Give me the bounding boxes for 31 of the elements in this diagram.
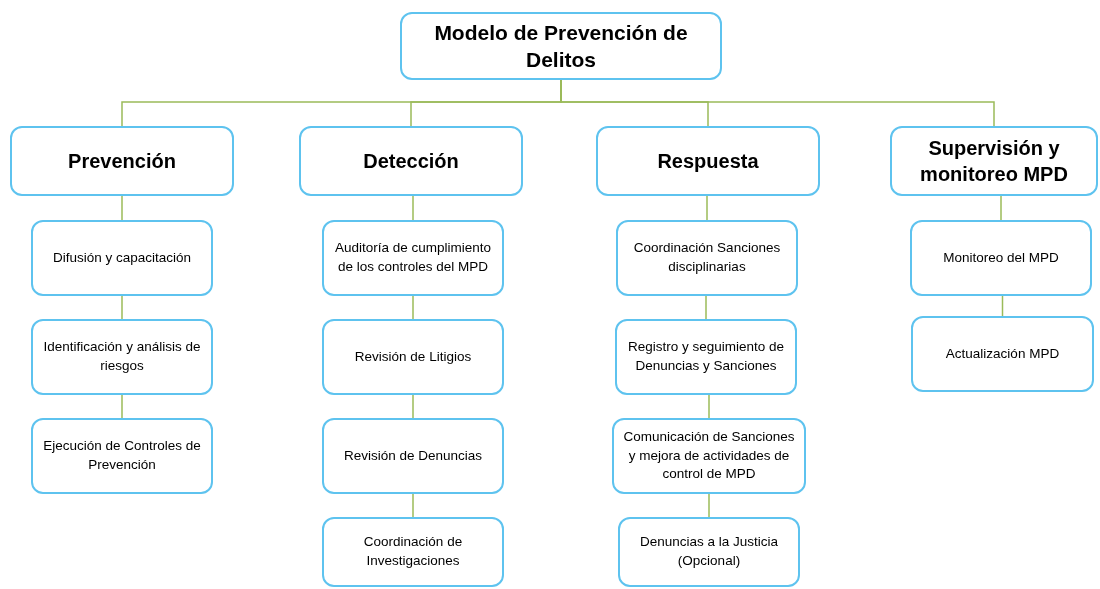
process-box: Coordinación de Investigaciones (322, 517, 504, 587)
process-box: Ejecución de Controles de Prevención (31, 418, 213, 494)
title-box: Modelo de Prevención de Delitos (400, 12, 722, 80)
connector-line (412, 493, 414, 518)
connector-line (708, 394, 710, 419)
connector-line (706, 195, 708, 221)
category-box: Prevención (10, 126, 234, 196)
process-box: Registro y seguimiento de Denuncias y Sanciones (615, 319, 797, 395)
process-box: Revisión de Denuncias (322, 418, 504, 494)
connector-line (412, 295, 414, 320)
process-box: Comunicación de Sanciones y mejora de actividades de control de MPD (612, 418, 806, 494)
connector-line (705, 295, 707, 320)
category-box: Respuesta (596, 126, 820, 196)
category-box: Detección (299, 126, 523, 196)
process-box: Revisión de Litigios (322, 319, 504, 395)
process-box: Denuncias a la Justicia (Opcional) (618, 517, 800, 587)
connector-line (121, 195, 123, 221)
connector-line (412, 195, 414, 221)
category-box: Supervisión y monitoreo MPD (890, 126, 1098, 196)
process-box: Auditoría de cumplimiento de los controles del MPD (322, 220, 504, 296)
connector-line (121, 394, 123, 419)
connector-line (412, 394, 414, 419)
process-box: Identificación y análisis de riesgos (31, 319, 213, 395)
connector-line (1001, 295, 1004, 317)
process-box: Coordinación Sanciones disciplinarias (616, 220, 798, 296)
connector-line (1000, 195, 1002, 221)
process-box: Monitoreo del MPD (910, 220, 1092, 296)
connector-line (121, 295, 123, 320)
process-box: Actualización MPD (911, 316, 1094, 392)
connector-line (708, 493, 710, 518)
process-box: Difusión y capacitación (31, 220, 213, 296)
